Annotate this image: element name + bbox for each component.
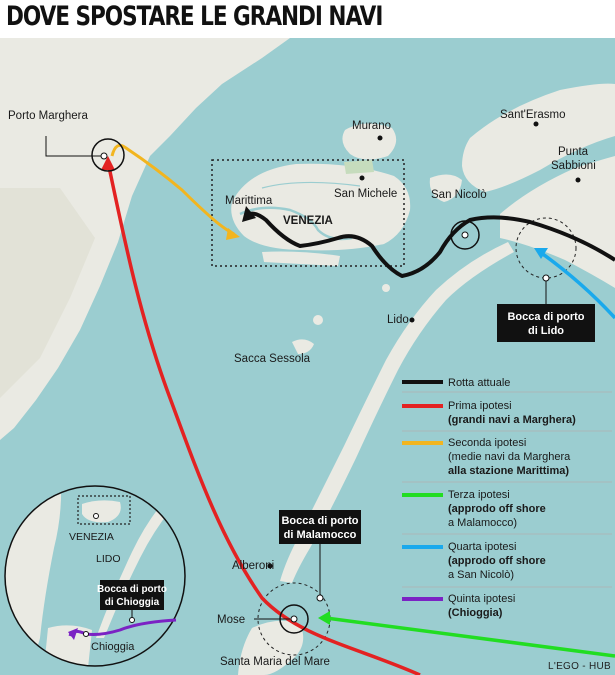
label-sabbioni: Sabbioni: [551, 160, 596, 172]
legend-second-line1: Seconda ipotesi: [448, 437, 526, 449]
san-nicolo-circle: [450, 220, 480, 250]
island-punta-sabbioni: [500, 156, 615, 288]
callout-bocca-malamocco: Bocca di porto di Malamocco: [279, 510, 361, 544]
label-san-michele: San Michele: [334, 188, 397, 200]
mainland-shade: [0, 188, 95, 398]
inset-chioggia-dot: [83, 631, 89, 637]
porto-marghera-dot: [100, 152, 108, 160]
san-nicolo-dot: [461, 231, 469, 239]
label-venezia: VENEZIA: [283, 215, 333, 227]
legend-item-current: Rotta attuale: [402, 377, 510, 389]
label-alberoni: Alberoni: [232, 560, 274, 572]
porto-marghera-leader: [45, 136, 104, 157]
callout-bocca-lido-line2: di Lido: [528, 325, 564, 337]
callout-bocca-lido-line1: Bocca di porto: [507, 311, 584, 323]
route-first-hypothesis: [106, 161, 421, 675]
label-mose: Mose: [217, 614, 245, 626]
legend-third-line1: Terza ipotesi: [448, 489, 510, 501]
island-pellestrina: [238, 620, 304, 675]
island-north-small: [429, 174, 462, 202]
label-santa-maria-del-mare: Santa Maria del Mare: [220, 656, 330, 668]
inset-venezia-frame: [77, 495, 131, 525]
legend-fourth-line2: (approdo off shore: [448, 555, 546, 567]
legend-item-third: Terza ipotesi (approdo off shore a Malam…: [402, 489, 546, 529]
callout-bocca-malamocco-bg: [279, 510, 361, 544]
island-venezia: [231, 163, 411, 251]
canal: [261, 181, 361, 189]
label-murano: Murano: [352, 120, 391, 132]
label-sant-erasmo: Sant'Erasmo: [500, 109, 565, 121]
inset-border: [4, 485, 186, 667]
legend-item-fifth: Quinta ipotesi (Chioggia): [402, 593, 515, 619]
punta-sabbioni-dot: [575, 177, 581, 183]
alberoni-dot: [267, 563, 273, 569]
inset-label-chioggia: Chioggia: [91, 641, 135, 653]
legend-second-line3: alla stazione Marittima): [448, 465, 569, 477]
lido-dot: [409, 317, 415, 323]
inset-callout-chioggia-line1: Bocca di porto: [97, 584, 167, 595]
island-sant-erasmo: [462, 83, 615, 192]
inset-label-venezia: VENEZIA: [69, 531, 114, 543]
legend-first-line1: Prima ipotesi: [448, 400, 512, 412]
legend-third-line3: a Malamocco): [448, 517, 517, 529]
callout-bocca-lido: Bocca di porto di Lido: [497, 304, 595, 342]
island-small: [382, 284, 390, 292]
porto-marghera-circle: [91, 138, 125, 172]
san-michele-dot: [359, 175, 365, 181]
inset-label-lido: LIDO: [96, 553, 121, 565]
island-murano: [342, 123, 397, 160]
label-san-nicolo: San Nicolò: [431, 189, 487, 201]
route-second-arrow: [226, 228, 240, 240]
label-sacca-sessola: Sacca Sessola: [234, 353, 311, 365]
callout-bocca-lido-bg: [497, 304, 595, 342]
legend: Rotta attuale Prima ipotesi (grandi navi…: [402, 377, 612, 619]
callout-bocca-malamocco-line1: Bocca di porto: [281, 515, 358, 527]
legend-third-line2: (approdo off shore: [448, 503, 546, 515]
legend-item-first: Prima ipotesi (grandi navi a Marghera): [402, 400, 576, 426]
legend-fourth-line3: a San Nicolò): [448, 569, 514, 581]
bocca-lido-circle: [515, 217, 577, 279]
legend-second-line2: (medie navi da Marghera: [448, 451, 571, 463]
inset-venezia-dot: [93, 513, 99, 519]
legend-fifth-line2: (Chioggia): [448, 607, 503, 619]
callout-bocca-malamocco-line2: di Malamocco: [284, 529, 357, 541]
map-title: DOVE SPOSTARE LE GRANDI NAVI: [6, 1, 383, 32]
bocca-malamocco-dot: [316, 594, 324, 602]
legend-item-fourth: Quarta ipotesi (approdo off shore a San …: [402, 541, 546, 581]
legend-fourth-line1: Quarta ipotesi: [448, 541, 516, 553]
route-first-arrow: [101, 156, 115, 170]
mose-dot: [290, 615, 298, 623]
inset-bocca-chioggia-dot: [129, 617, 135, 623]
inset-route-fifth-arrow: [68, 628, 78, 640]
route-third-arrow: [318, 611, 330, 625]
route-current: [249, 211, 615, 278]
legend-fifth-line1: Quinta ipotesi: [448, 593, 515, 605]
island-giudecca: [262, 251, 340, 266]
label-marittima: Marittima: [225, 195, 273, 207]
route-current-arrow: [242, 206, 256, 222]
mainland: [0, 38, 290, 440]
venezia-frame: [211, 159, 405, 267]
island-sacca-sessola: [292, 339, 314, 354]
legend-current-line1: Rotta attuale: [448, 377, 510, 389]
credit: L'EGO - HUB: [548, 661, 611, 672]
inset-venezia: [82, 500, 121, 523]
island-small: [313, 315, 323, 325]
bocca-lido-dot: [542, 274, 550, 282]
sant-erasmo-dot: [533, 121, 539, 127]
label-lido: Lido: [387, 314, 409, 326]
murano-dot: [377, 135, 383, 141]
route-fourth-hypothesis: [538, 250, 615, 320]
inset-callout-chioggia-line2: di Chioggia: [105, 597, 160, 608]
venice-lagoon-map: Porto Marghera Murano Sant'Erasmo Punta …: [0, 38, 615, 675]
route-third-hypothesis: [325, 616, 615, 658]
legend-first-line2: (grandi navi a Marghera): [448, 414, 576, 426]
island-san-michele: [344, 160, 374, 174]
legend-item-second: Seconda ipotesi (medie navi da Marghera …: [402, 437, 571, 477]
inset-callout-chioggia-bg: [100, 580, 164, 610]
label-porto-marghera: Porto Marghera: [8, 110, 89, 122]
route-fourth-arrow: [534, 248, 548, 259]
island-lido: [280, 242, 514, 583]
label-punta: Punta: [558, 146, 589, 158]
